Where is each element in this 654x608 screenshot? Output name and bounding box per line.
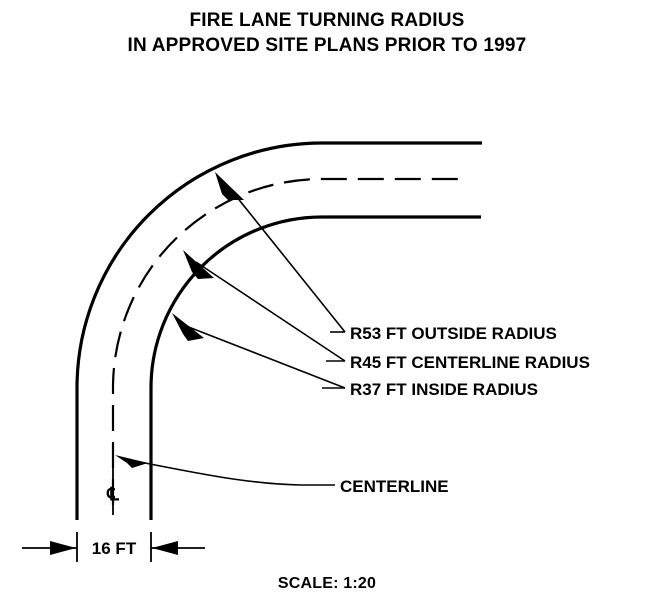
- callout-outside-radius: R53 FT OUTSIDE RADIUS: [350, 324, 557, 343]
- title-line-1: FIRE LANE TURNING RADIUS: [189, 10, 465, 31]
- outside-radius-edge: [75, 141, 482, 520]
- scale-block: SCALE: 1:20: [0, 575, 654, 593]
- centerline-symbol: ℄: [106, 484, 119, 504]
- arrowhead-centerline-radius: [183, 250, 214, 279]
- leader-outside-radius: [227, 185, 346, 333]
- leader-inside-radius: [185, 325, 346, 389]
- scale-label: SCALE: 1:20: [277, 575, 377, 592]
- leader-centerline-radius: [195, 261, 346, 362]
- leader-centerline: [129, 459, 335, 486]
- arrowhead-outside-radius: [215, 172, 244, 200]
- centerline-arc: [111, 177, 464, 505]
- arrowhead-dimension-right: [152, 541, 178, 555]
- dimension-label: 16 FT: [92, 539, 137, 558]
- callout-inside-radius: R37 FT INSIDE RADIUS: [350, 380, 538, 399]
- arrowhead-centerline: [115, 455, 148, 468]
- callout-centerline: CENTERLINE: [340, 477, 449, 496]
- callout-centerline-radius: R45 FT CENTERLINE RADIUS: [350, 353, 590, 372]
- title-line-2: IN APPROVED SITE PLANS PRIOR TO 1997: [127, 35, 527, 56]
- arrowhead-dimension-left: [50, 541, 76, 555]
- title-block: FIRE LANE TURNING RADIUS IN APPROVED SIT…: [0, 8, 654, 58]
- arrowhead-inside-radius: [172, 313, 204, 341]
